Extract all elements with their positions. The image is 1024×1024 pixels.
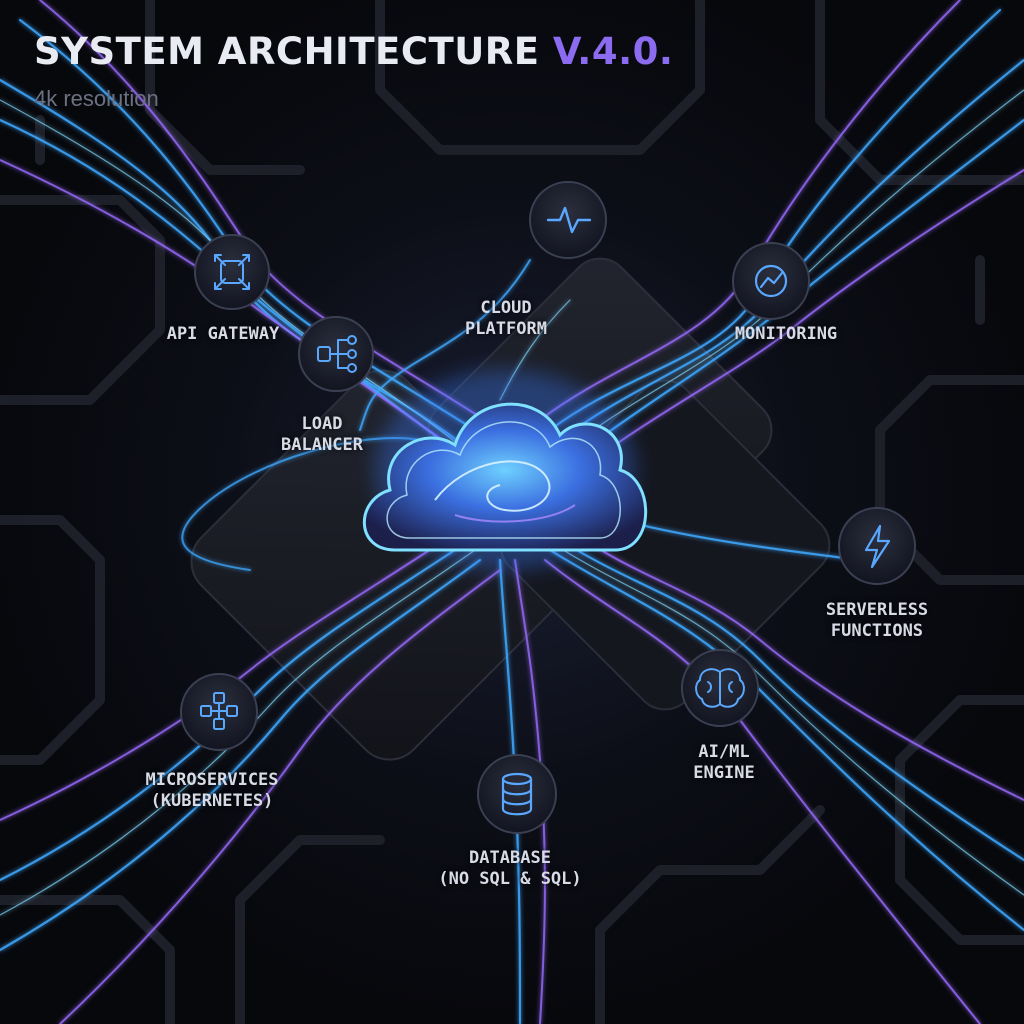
label-line: (NO SQL & SQL) [438, 869, 582, 889]
expand-arrows-icon [214, 254, 250, 290]
label-line: API GATEWAY [166, 324, 280, 344]
label-serverless-functions: SERVERLESS FUNCTIONS [826, 600, 928, 642]
label-api-gateway: API GATEWAY [167, 324, 280, 345]
node-serverless-disc[interactable] [838, 507, 916, 585]
brain-icon [695, 668, 745, 708]
network-branch-icon [317, 335, 357, 373]
label-ai-ml-engine: AI/ML ENGINE [693, 742, 754, 784]
node-cloud-platform-disc[interactable] [529, 181, 607, 259]
page-title: SYSTEM ARCHITECTURE V.4.0. [34, 30, 673, 73]
label-microservices: MICROSERVICES (KUBERNETES) [145, 770, 278, 812]
node-monitoring-disc[interactable] [732, 242, 810, 320]
page-subtitle: 4k resolution [34, 86, 159, 111]
node-microservices-disc[interactable] [180, 673, 258, 751]
label-monitoring: MONITORING [735, 324, 837, 345]
node-load-balancer-disc[interactable] [298, 316, 374, 392]
label-line: FUNCTIONS [830, 621, 924, 641]
lightning-icon [864, 524, 891, 569]
label-cloud-platform: CLOUD PLATFORM [465, 298, 547, 340]
label-database: DATABASE (NO SQL & SQL) [438, 848, 581, 890]
label-line: SERVERLESS [825, 600, 929, 620]
label-load-balancer: LOAD BALANCER [281, 414, 363, 456]
node-api-gateway-disc[interactable] [194, 234, 270, 310]
line-chart-icon [754, 264, 788, 298]
label-line: ENGINE [693, 763, 755, 783]
label-line: PLATFORM [465, 319, 547, 339]
nodes-network-icon [200, 692, 238, 730]
title-main: SYSTEM ARCHITECTURE [34, 30, 553, 73]
label-line: (KUBERNETES) [150, 791, 274, 811]
pulse-icon [546, 206, 592, 234]
label-line: LOAD [301, 414, 343, 434]
node-database-disc[interactable] [477, 754, 557, 834]
cloud-icon [362, 370, 648, 570]
label-line: CLOUD [480, 298, 532, 318]
label-line: BALANCER [281, 435, 363, 455]
label-line: MICROSERVICES [145, 770, 279, 790]
node-ai-ml-disc[interactable] [681, 649, 759, 727]
label-line: AI/ML [698, 742, 750, 762]
label-line: DATABASE [469, 848, 551, 868]
title-version: V.4.0. [552, 30, 674, 73]
label-line: MONITORING [734, 324, 838, 344]
database-icon [501, 772, 533, 816]
